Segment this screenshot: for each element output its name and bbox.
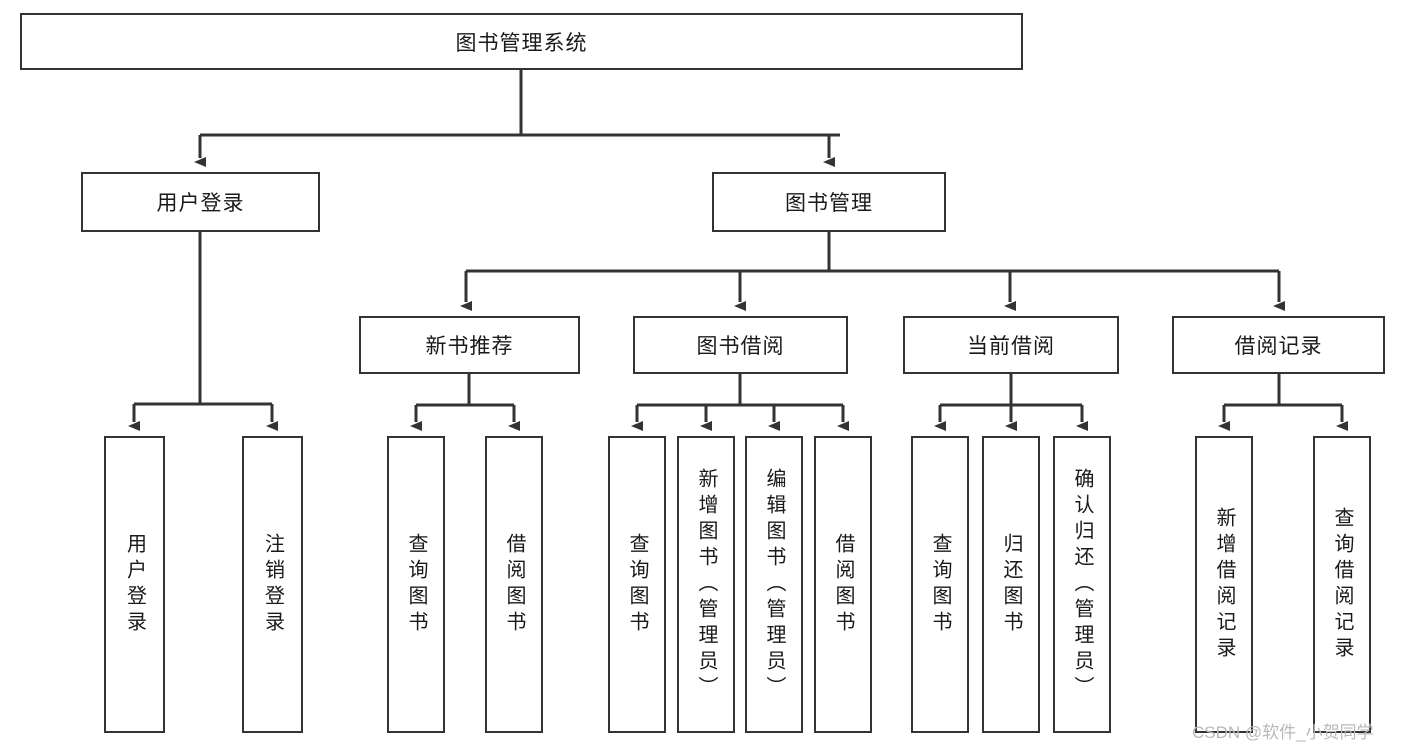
node-leaf-query-book-rec-label: 查询图书	[405, 532, 427, 637]
node-leaf-edit-book[interactable]: 编辑图书（管理员）	[745, 436, 803, 733]
node-leaf-borrow-book-rec[interactable]: 借阅图书	[485, 436, 543, 733]
node-leaf-add-record[interactable]: 新增借阅记录	[1195, 436, 1253, 733]
node-leaf-confirm-return-label: 确认归还（管理员）	[1071, 467, 1093, 702]
node-new-book-rec[interactable]: 新书推荐	[359, 316, 580, 374]
node-current-borrow[interactable]: 当前借阅	[903, 316, 1119, 374]
node-book-manage-label: 图书管理	[785, 192, 873, 215]
node-leaf-logout[interactable]: 注销登录	[242, 436, 303, 733]
node-new-book-rec-label: 新书推荐	[425, 335, 514, 358]
node-leaf-query-record-label: 查询借阅记录	[1331, 506, 1353, 663]
node-book-borrow-label: 图书借阅	[696, 335, 785, 358]
node-book-borrow[interactable]: 图书借阅	[633, 316, 848, 374]
node-leaf-add-record-label: 新增借阅记录	[1213, 506, 1235, 663]
node-leaf-logout-label: 注销登录	[261, 532, 284, 637]
node-user-login[interactable]: 用户登录	[81, 172, 320, 232]
node-leaf-query-record[interactable]: 查询借阅记录	[1313, 436, 1371, 733]
node-root-label: 图书管理系统	[455, 31, 588, 55]
node-leaf-return-book[interactable]: 归还图书	[982, 436, 1040, 733]
node-leaf-user-login-label: 用户登录	[123, 532, 146, 637]
node-leaf-query-book-cur[interactable]: 查询图书	[911, 436, 969, 733]
node-leaf-user-login[interactable]: 用户登录	[104, 436, 165, 733]
node-leaf-return-book-label: 归还图书	[1000, 532, 1022, 637]
node-leaf-confirm-return[interactable]: 确认归还（管理员）	[1053, 436, 1111, 733]
node-leaf-query-book-rec[interactable]: 查询图书	[387, 436, 445, 733]
node-leaf-query-book-borrow[interactable]: 查询图书	[608, 436, 666, 733]
node-leaf-query-book-cur-label: 查询图书	[929, 532, 951, 637]
node-borrow-record-label: 借阅记录	[1234, 335, 1323, 358]
node-book-manage[interactable]: 图书管理	[712, 172, 946, 232]
watermark-text: CSDN @软件_小贺同学	[1192, 723, 1374, 742]
node-current-borrow-label: 当前借阅	[967, 335, 1055, 358]
node-leaf-borrow-book[interactable]: 借阅图书	[814, 436, 872, 733]
node-root[interactable]: 图书管理系统	[20, 13, 1023, 70]
node-leaf-borrow-book-rec-label: 借阅图书	[503, 532, 525, 637]
node-user-login-label: 用户登录	[156, 192, 245, 215]
node-leaf-edit-book-label: 编辑图书（管理员）	[763, 467, 785, 702]
node-leaf-add-book[interactable]: 新增图书（管理员）	[677, 436, 735, 733]
node-leaf-add-book-label: 新增图书（管理员）	[695, 467, 717, 702]
node-borrow-record[interactable]: 借阅记录	[1172, 316, 1385, 374]
node-leaf-query-book-borrow-label: 查询图书	[626, 532, 648, 637]
node-leaf-borrow-book-label: 借阅图书	[832, 532, 854, 637]
